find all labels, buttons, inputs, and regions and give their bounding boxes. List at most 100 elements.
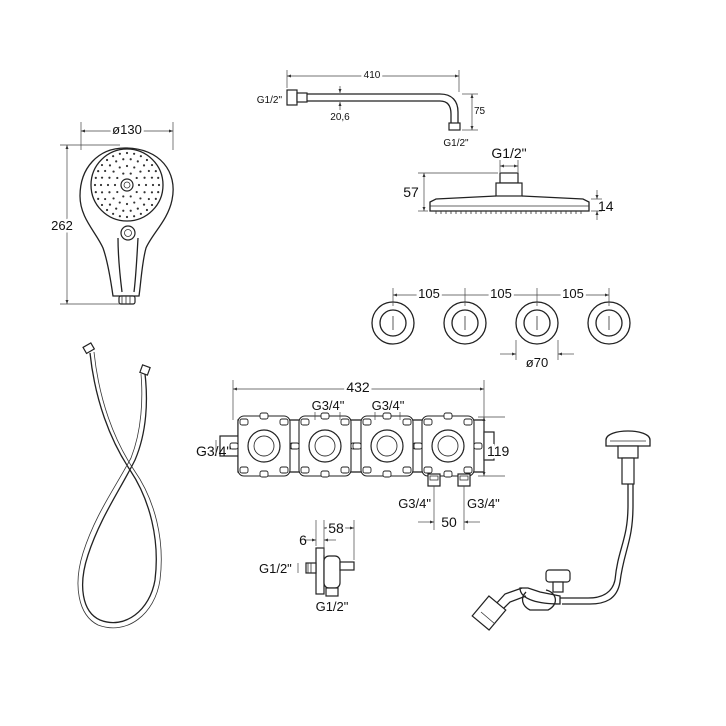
nozzle-dot [112, 212, 115, 215]
valve-cartridges [229, 412, 483, 478]
wall-outlet-drawing [305, 547, 355, 597]
valve-top-thread-1-label: G3/4" [312, 398, 345, 413]
valve-cartridge [352, 412, 422, 478]
valve-inlet-thread-label: G3/4" [196, 443, 231, 459]
valve-bottom-spacing-label: 50 [441, 514, 457, 530]
shower-arm-dimensions: 410 G1/2" 20,6 75 G1/2" [257, 68, 486, 150]
nozzle-dot [116, 190, 119, 194]
valve-height-label: 119 [487, 443, 510, 459]
nozzle-dot [129, 158, 132, 161]
valve-width-label: 432 [346, 379, 370, 395]
nozzle-dot [118, 152, 121, 155]
nozzle-dot [145, 158, 149, 162]
outlet-bottom-thread-label: G1/2" [316, 599, 349, 614]
nozzle-dot [139, 170, 142, 173]
nozzle-dot [108, 176, 111, 179]
arm-outlet-thread-label: G1/2" [443, 138, 469, 149]
nozzle-dot [150, 176, 154, 179]
nozzle-dot [100, 203, 104, 207]
nozzle-dot [122, 195, 125, 198]
nozzle-dot [122, 209, 125, 212]
nozzle-dot [104, 169, 107, 173]
nozzle-dot [154, 170, 157, 173]
nozzle-dot [136, 160, 139, 163]
nozzle-dot [142, 203, 146, 206]
nozzle-dot [112, 170, 115, 173]
outlet-width-label: 58 [328, 520, 344, 536]
handle-spacing-2-label: 105 [490, 286, 512, 301]
hand-shower-length-label: 262 [51, 218, 73, 233]
nozzle-dot [115, 207, 118, 210]
nozzle-dot [125, 151, 129, 155]
valve-cartridge [413, 412, 483, 478]
nozzle-dot [115, 160, 118, 163]
handle-diameter-label: ø70 [526, 355, 548, 370]
nozzle-dot [129, 195, 132, 198]
nozzle-dot [143, 191, 146, 194]
handle-spacing-3-label: 105 [562, 286, 584, 301]
nozzle-dot [112, 197, 115, 200]
valve-handles-drawing [371, 301, 631, 345]
outlet-side-thread-label: G1/2" [259, 561, 292, 576]
nozzle-dot [94, 176, 97, 179]
rain-shower-head-drawing [429, 172, 590, 214]
nozzle-dot [139, 197, 142, 200]
arm-offset-label: 20,6 [330, 112, 350, 123]
nozzle-dot [125, 164, 129, 168]
nozzle-dot [137, 183, 141, 187]
arm-thread-label: G1/2" [257, 95, 283, 106]
nozzle-dot [157, 183, 161, 187]
rain-head-nozzles [435, 211, 582, 214]
nozzle-dot [113, 183, 117, 187]
arm-drop-label: 75 [474, 106, 486, 117]
valve-cartridge [290, 412, 360, 478]
nozzle-dot [136, 207, 139, 210]
hand-shower-drawing [79, 147, 174, 305]
nozzle-dot [112, 155, 115, 158]
nozzle-dot [93, 183, 97, 187]
nozzle-dot [150, 163, 154, 167]
nozzle-dot [139, 212, 142, 215]
shower-hose-drawing [77, 342, 162, 629]
nozzle-dot [133, 215, 136, 218]
arm-length-label: 410 [364, 70, 381, 81]
nozzle-dot [139, 155, 142, 158]
nozzle-dot [129, 209, 132, 212]
handle-spacing-1-label: 105 [418, 286, 440, 301]
nozzle-dot [94, 191, 97, 194]
nozzle-dot [108, 164, 112, 167]
nozzle-dot [144, 183, 148, 187]
nozzle-dot [108, 191, 111, 194]
nozzle-dot [100, 176, 104, 179]
shower-head-dimensions: G1/2" 57 14 [403, 145, 614, 220]
nozzle-dot [118, 166, 121, 169]
head-thread-label: G1/2" [491, 145, 526, 161]
valve-handles-dimensions: 105 105 105 ø70 [392, 284, 610, 370]
valve-handle-3 [515, 301, 559, 345]
nozzle-dot [151, 183, 155, 187]
valve-body-dimensions: 432 119 G3/4" G3/4" G3/4" G3/4" G3/4" 50 [196, 377, 512, 530]
nozzle-dot [135, 176, 138, 180]
nozzle-dot [157, 176, 160, 179]
nozzle-dot [105, 158, 109, 162]
nozzle-dot [133, 166, 136, 169]
nozzle-dot [143, 176, 146, 179]
nozzle-dot [105, 208, 109, 212]
valve-bottom-thread-2-label: G3/4" [467, 496, 500, 511]
nozzle-dot [142, 164, 146, 167]
nozzle-dot [150, 203, 154, 207]
nozzle-dot [99, 183, 103, 187]
nozzle-dot [118, 215, 121, 218]
nozzle-dot [97, 197, 100, 200]
nozzle-dot [133, 201, 136, 204]
nozzle-dot [100, 191, 104, 194]
hand-shower-dimensions: ø130 262 [49, 120, 174, 305]
nozzle-dot [97, 170, 100, 173]
nozzle-dot [116, 176, 119, 180]
nozzle-dot [122, 158, 125, 161]
shower-arm-drawing [286, 89, 461, 131]
hand-shower-diameter-label: ø130 [112, 122, 142, 137]
bath-waste-overflow-drawing [471, 430, 651, 631]
nozzle-dot [157, 191, 160, 194]
